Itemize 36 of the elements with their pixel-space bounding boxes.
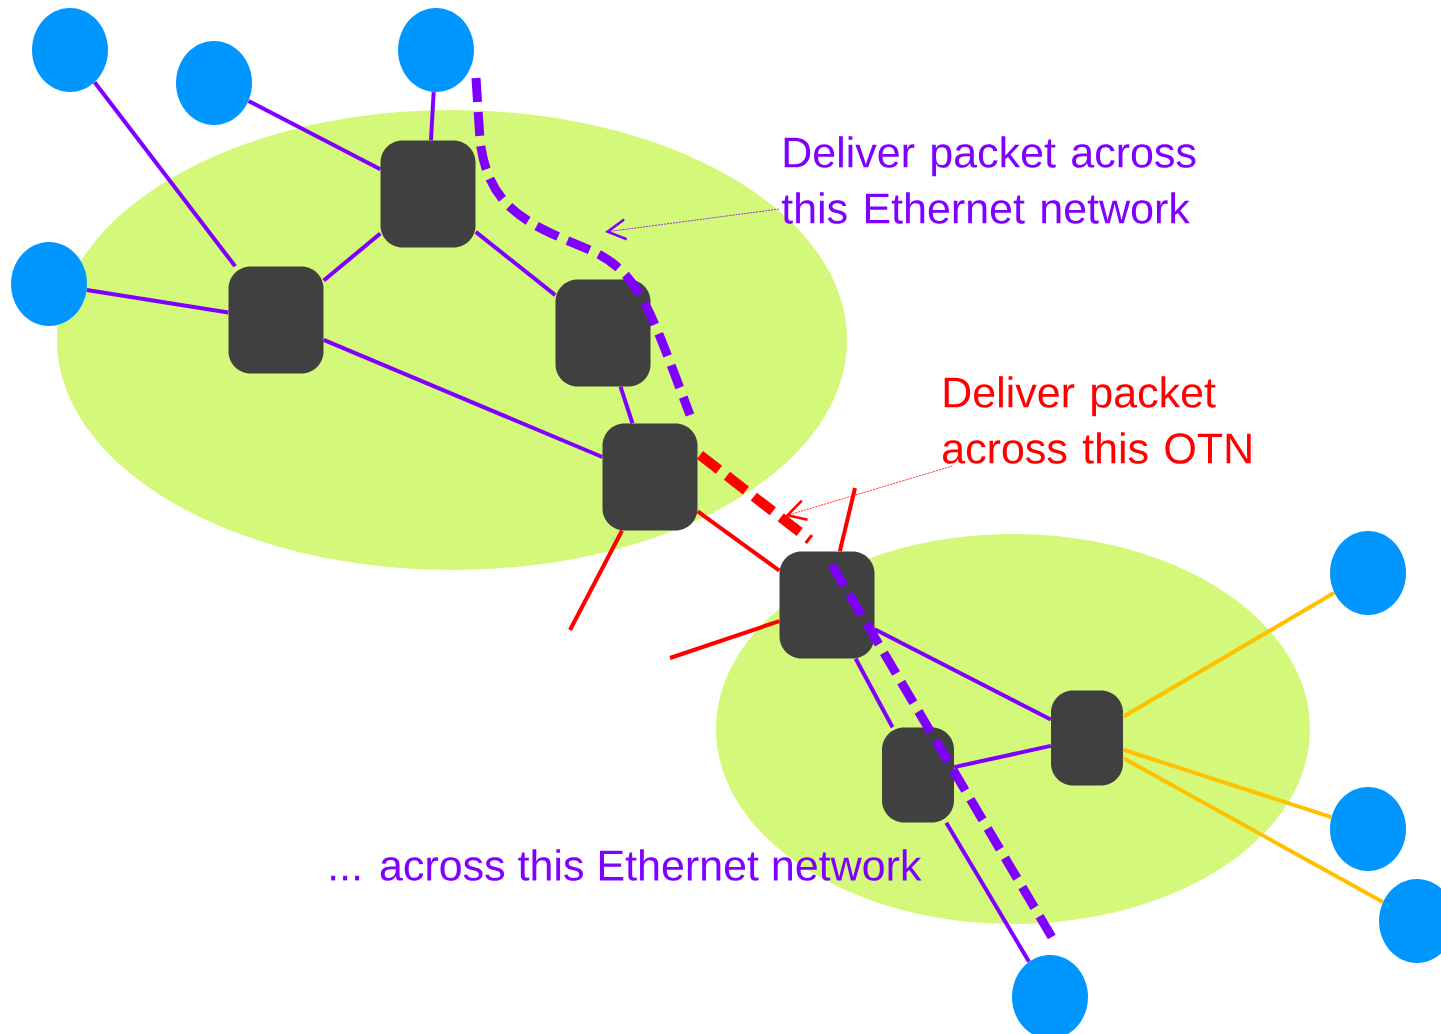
link-line: [696, 509, 781, 573]
host-node: [1330, 787, 1406, 871]
link-line: [474, 230, 557, 297]
leader-line: [785, 465, 953, 521]
link-line: [322, 232, 382, 283]
router-box: [380, 140, 476, 248]
link-line: [953, 743, 1052, 770]
host-node: [32, 8, 108, 92]
link-line: [247, 99, 382, 172]
caption-text: ... across this Ethernet network: [331, 849, 922, 881]
link-line: [944, 821, 1031, 963]
link-line: [853, 657, 895, 729]
link-line: [669, 619, 780, 660]
router-box: [1051, 690, 1123, 786]
host-node: [176, 41, 252, 125]
link-line: [1122, 747, 1332, 820]
link-line: [86, 288, 229, 315]
callout-text: Deliver packet across this Ethernet network: [781, 136, 1196, 224]
router-box: [228, 266, 324, 374]
link-line: [837, 487, 857, 552]
host-node: [1379, 879, 1441, 963]
link-line: [1122, 591, 1336, 719]
link-line: [873, 627, 1052, 722]
router-box: [602, 423, 698, 531]
router-box: [555, 279, 651, 387]
host-node: [398, 8, 474, 92]
link-line: [1122, 756, 1384, 904]
host-node: [11, 242, 87, 326]
callout-text: Deliver packet across this OTN: [943, 376, 1251, 464]
host-node: [1330, 531, 1406, 615]
link-line: [429, 92, 436, 141]
link-line: [322, 338, 604, 459]
leader-line: [605, 208, 780, 241]
link-line: [618, 386, 635, 424]
host-node: [1012, 955, 1088, 1034]
link-line: [93, 81, 237, 268]
